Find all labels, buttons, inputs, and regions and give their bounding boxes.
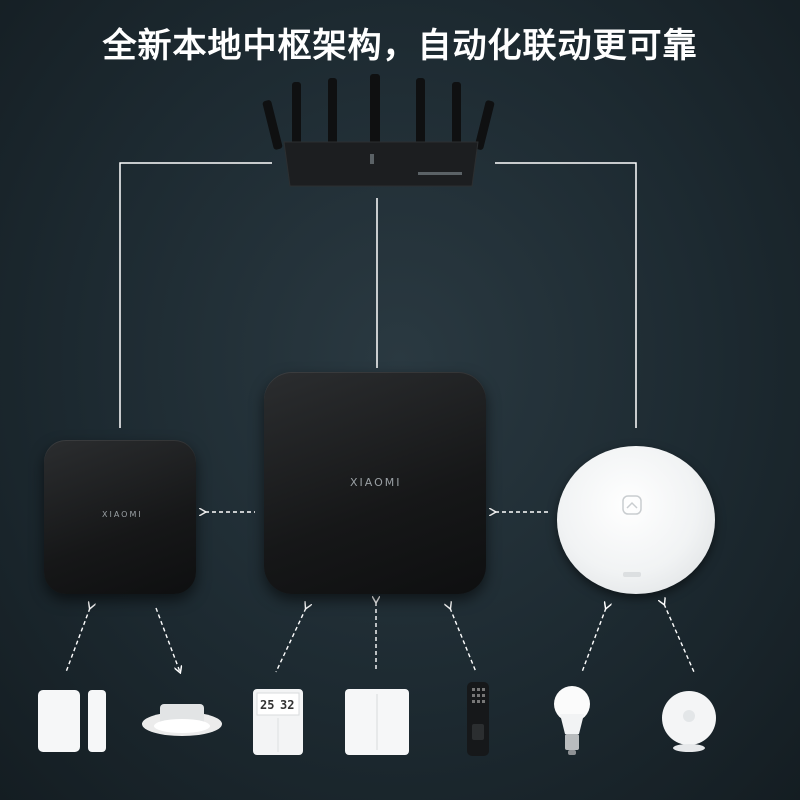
thermometer-temp-reading: 25 bbox=[260, 698, 274, 712]
light-bulb-device bbox=[554, 686, 590, 755]
router-device bbox=[262, 74, 495, 187]
wall-switch-device bbox=[345, 689, 409, 755]
link-router-gateway bbox=[495, 162, 637, 428]
link-gateway-to-bulb bbox=[581, 608, 606, 673]
gateway-button bbox=[623, 572, 641, 577]
link-hub-to-lock bbox=[450, 608, 477, 673]
small-hub-device: XIAOMI bbox=[44, 440, 196, 594]
gateway-device bbox=[557, 446, 715, 594]
door-sensor-device bbox=[38, 690, 106, 752]
link-smallhub-to-door-sensor bbox=[65, 608, 90, 673]
central-hub-brand: XIAOMI bbox=[350, 476, 402, 489]
small-hub-brand: XIAOMI bbox=[102, 510, 143, 519]
downlight-device bbox=[142, 704, 222, 736]
thermometer-humidity-reading: 32 bbox=[280, 698, 294, 712]
central-hub-device: XIAOMI bbox=[264, 372, 486, 594]
link-router-left-hub bbox=[119, 162, 272, 428]
link-hub-to-thermometer bbox=[275, 608, 306, 673]
smart-lock-device bbox=[467, 682, 489, 756]
page-title: 全新本地中枢架构，自动化联动更可靠 bbox=[102, 26, 698, 66]
home-logo-icon bbox=[622, 495, 642, 515]
link-smallhub-to-downlight bbox=[155, 607, 180, 672]
thermometer-switch-device: 25 32 bbox=[253, 689, 303, 755]
motion-sensor-device bbox=[662, 691, 716, 752]
link-gateway-to-motion bbox=[664, 604, 695, 673]
